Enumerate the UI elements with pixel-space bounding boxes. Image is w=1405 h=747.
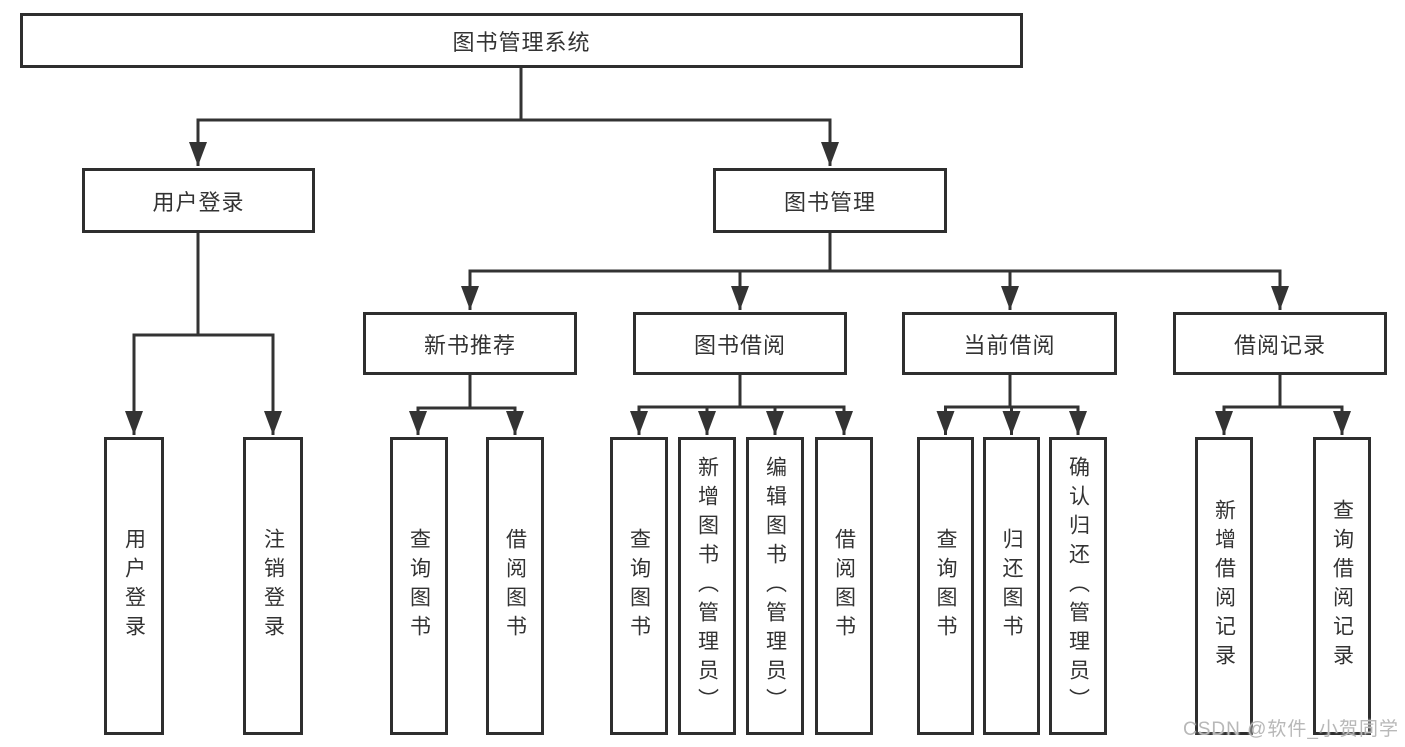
node-leaf-nb-borrow-books: 借阅图书	[486, 437, 544, 735]
node-leaf-logout: 注销登录	[243, 437, 303, 735]
node-system-root: 图书管理系统	[20, 13, 1023, 68]
csdn-watermark: CSDN @软件_小贺同学	[1183, 719, 1399, 740]
node-leaf-cb-query-books: 查询图书	[917, 437, 974, 735]
node-leaf-nb-query-books: 查询图书	[390, 437, 448, 735]
node-leaf-br-add-record: 新增借阅记录	[1195, 437, 1253, 735]
node-leaf-bb-add-books-admin: 新增图书（管理员）	[678, 437, 736, 735]
node-leaf-bb-edit-books-admin: 编辑图书（管理员）	[746, 437, 804, 735]
node-leaf-bb-query-books: 查询图书	[610, 437, 668, 735]
node-leaf-cb-confirm-return-admin: 确认归还（管理员）	[1049, 437, 1107, 735]
node-borrow-records: 借阅记录	[1173, 312, 1387, 375]
node-leaf-br-query-record: 查询借阅记录	[1313, 437, 1371, 735]
node-leaf-user-login: 用户登录	[104, 437, 164, 735]
node-book-borrow: 图书借阅	[633, 312, 847, 375]
node-new-book-recommend: 新书推荐	[363, 312, 577, 375]
node-user-login: 用户登录	[82, 168, 315, 233]
node-leaf-bb-borrow-books: 借阅图书	[815, 437, 873, 735]
node-leaf-cb-return-books: 归还图书	[983, 437, 1040, 735]
node-book-management: 图书管理	[713, 168, 947, 233]
node-current-borrow: 当前借阅	[902, 312, 1117, 375]
